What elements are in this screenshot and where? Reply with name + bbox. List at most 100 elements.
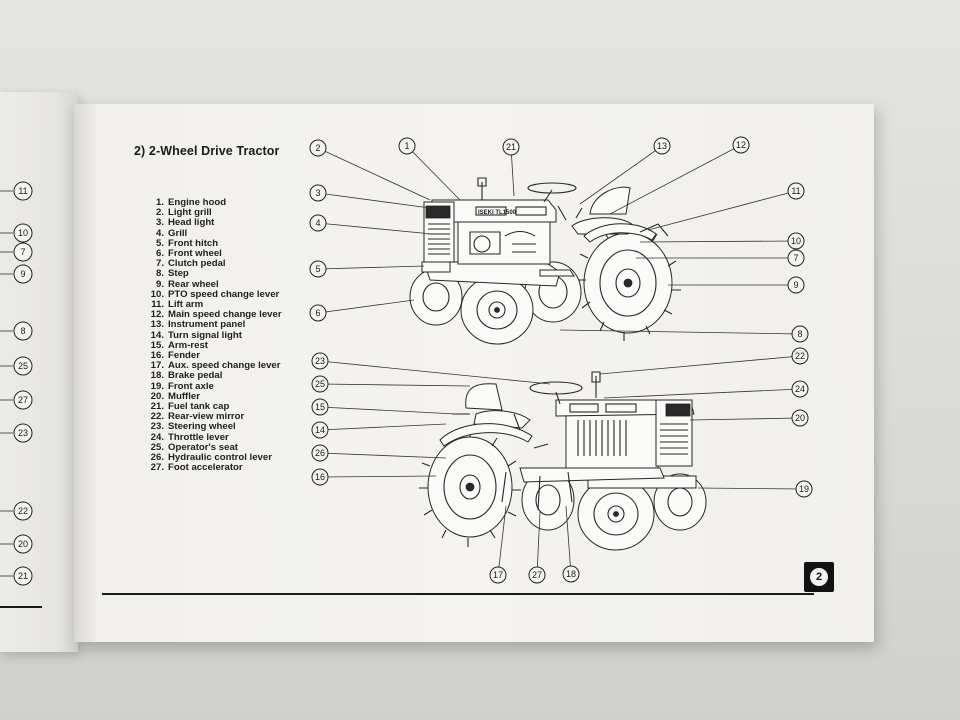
callout-leader <box>317 147 431 201</box>
part-label: Instrument panel <box>168 319 246 331</box>
part-item: 25.Operator's seat <box>142 442 282 453</box>
front-wheel-top <box>409 268 534 345</box>
front-wheel-bottom <box>577 473 707 551</box>
callout-6: 6 <box>309 304 327 322</box>
callout-10: 10 <box>787 232 805 250</box>
left-page <box>0 92 78 652</box>
part-number: 13. <box>150 319 164 331</box>
part-item: 3.Head light <box>142 218 282 228</box>
callout-leader <box>317 222 433 235</box>
callout-leader <box>579 145 663 205</box>
part-number: 7. <box>155 258 164 270</box>
left-callout-7: 7 <box>13 242 33 262</box>
svg-text:18: 18 <box>566 569 576 579</box>
part-number: 23. <box>150 421 164 433</box>
callout-leader <box>639 240 797 243</box>
callout-leader <box>647 190 797 231</box>
callout-leader <box>317 192 431 209</box>
svg-text:20: 20 <box>795 413 805 423</box>
callout-5: 5 <box>309 260 327 278</box>
callout-11: 11 <box>787 182 805 200</box>
part-number: 11. <box>151 299 164 311</box>
svg-text:8: 8 <box>797 329 802 339</box>
callout-15: 15 <box>311 398 329 416</box>
part-item: 13. Instrument panel <box>142 320 282 330</box>
part-label: Muffler <box>168 390 200 402</box>
svg-text:22: 22 <box>18 506 28 516</box>
callout-3: 3 <box>309 184 327 202</box>
callout-leader <box>603 388 801 399</box>
callout-leader <box>497 505 507 576</box>
part-item: 10.PTO speed change lever <box>142 289 282 300</box>
callout-19: 19 <box>795 480 813 498</box>
svg-text:13: 13 <box>657 141 667 151</box>
svg-text:19: 19 <box>799 484 809 494</box>
left-callout-10: 10 <box>13 223 33 243</box>
svg-text:7: 7 <box>793 253 798 263</box>
part-number: 6. <box>155 248 164 260</box>
svg-text:23: 23 <box>315 356 325 366</box>
callout-leader <box>317 265 425 270</box>
svg-text:21: 21 <box>506 142 516 152</box>
callout-13: 13 <box>653 137 671 155</box>
part-label: Aux. speed change lever <box>168 360 281 372</box>
callout-1: 1 <box>398 137 416 155</box>
part-number: 3. <box>155 217 164 229</box>
svg-text:24: 24 <box>795 384 805 394</box>
callout-27: 27 <box>528 566 546 584</box>
part-item: 8.Step <box>142 269 282 279</box>
callout-2: 2 <box>309 139 327 157</box>
svg-text:26: 26 <box>315 448 325 458</box>
part-label: Engine hood <box>168 197 227 208</box>
svg-text:12: 12 <box>736 140 746 150</box>
part-label: Clutch pedal <box>168 258 226 270</box>
part-number: 2. <box>155 207 164 219</box>
callout-21: 21 <box>502 138 520 156</box>
part-label: Step <box>168 268 189 280</box>
callout-leader <box>319 423 447 431</box>
part-label: Front axle <box>168 380 214 392</box>
callout-22: 22 <box>791 347 809 365</box>
part-label: Turn signal light <box>168 329 242 341</box>
part-item: 6.Front wheel <box>142 248 282 260</box>
part-number: 5. <box>155 237 164 249</box>
svg-text:27: 27 <box>18 395 28 405</box>
callout-leader <box>689 417 801 421</box>
part-label: Fender <box>168 350 200 362</box>
callout-leader <box>599 355 801 375</box>
part-number: 22. <box>150 411 164 423</box>
svg-text:15: 15 <box>315 402 325 412</box>
part-item: 2.Light grill <box>142 207 282 219</box>
left-callout-9: 9 <box>13 264 33 284</box>
svg-text:17: 17 <box>493 570 503 580</box>
svg-text:1: 1 <box>404 141 409 151</box>
svg-text:25: 25 <box>18 361 28 371</box>
svg-text:4: 4 <box>315 218 320 228</box>
left-callout-21: 21 <box>13 566 33 586</box>
part-item: 5.Front hitch <box>142 237 282 249</box>
part-number: 1. <box>155 197 164 208</box>
callout-23: 23 <box>311 352 329 370</box>
part-number: 24. <box>150 431 164 443</box>
callout-leader <box>317 299 415 314</box>
svg-text:22: 22 <box>795 351 805 361</box>
svg-text:8: 8 <box>20 326 25 336</box>
bottom-rule <box>102 593 814 595</box>
callout-leader <box>609 144 742 215</box>
page-number: 2 <box>810 568 828 586</box>
part-item: 27.Foot accelerator <box>142 463 282 473</box>
tractor-bottom-illustration <box>419 371 707 551</box>
rear-wheel-bottom <box>419 428 521 547</box>
part-item: 12.Main speed change lever <box>142 310 282 320</box>
part-number: 21. <box>150 401 164 413</box>
part-label: Rear-view mirror <box>168 411 245 423</box>
callout-17: 17 <box>489 566 507 584</box>
manual-page <box>74 104 874 642</box>
part-label: Rear wheel <box>168 278 219 290</box>
svg-text:16: 16 <box>315 472 325 482</box>
svg-text:2: 2 <box>315 143 320 153</box>
part-number: 14. <box>150 329 164 341</box>
part-item: 15.Arm-rest <box>142 340 282 351</box>
callout-leader <box>406 145 461 201</box>
